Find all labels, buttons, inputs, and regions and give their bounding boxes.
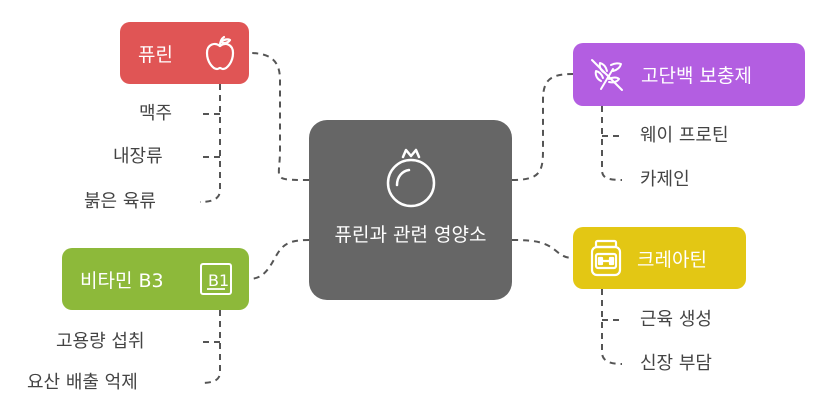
vitamin-b1-icon-text: B1 <box>208 271 229 290</box>
connector-purine-stem <box>199 84 221 203</box>
connector-center-creatine <box>511 239 574 259</box>
apple-icon <box>205 35 235 71</box>
node-creatine: 크레아틴 <box>573 227 746 289</box>
connector-center-b3 <box>248 239 310 280</box>
connector-protein-stem <box>601 106 623 181</box>
node-protein: 고단백 보충제 <box>573 43 805 106</box>
supplement-jar-icon <box>590 239 622 277</box>
leaf-b3-2: 요산 배출 억제 <box>27 372 138 393</box>
leaf-purine-2: 내장류 <box>113 146 163 167</box>
node-b3-label: 비타민 B3 <box>80 269 164 292</box>
connector-b3-stem <box>199 310 221 384</box>
leaf-creatine-2: 신장 부담 <box>640 353 712 374</box>
node-creatine-label: 크레아틴 <box>637 248 707 271</box>
pomegranate-icon <box>386 148 435 208</box>
leaf-b3-1: 고용량 섭취 <box>56 331 145 352</box>
node-purine: 퓨린 <box>120 22 249 84</box>
leaf-protein-1: 웨이 프로틴 <box>640 125 729 146</box>
leaf-creatine-1: 근육 생성 <box>640 309 712 330</box>
no-wheat-icon <box>591 59 623 91</box>
connector-center-purine <box>248 52 310 181</box>
center-node: 퓨린과 관련 영양소 <box>309 120 512 300</box>
connector-center-protein <box>511 73 574 181</box>
center-title: 퓨린과 관련 영양소 <box>334 224 487 246</box>
leaf-protein-2: 카제인 <box>640 169 690 190</box>
leaf-purine-3: 붉은 육류 <box>84 191 156 212</box>
node-purine-label: 퓨린 <box>138 43 173 66</box>
vitamin-b1-icon: B1 <box>200 263 232 295</box>
node-vitamin-b3: 비타민 B3 B1 <box>62 248 249 310</box>
leaf-purine-1: 맥주 <box>139 103 173 124</box>
connector-creatine-stem <box>601 289 623 365</box>
node-protein-label: 고단백 보충제 <box>641 65 752 87</box>
